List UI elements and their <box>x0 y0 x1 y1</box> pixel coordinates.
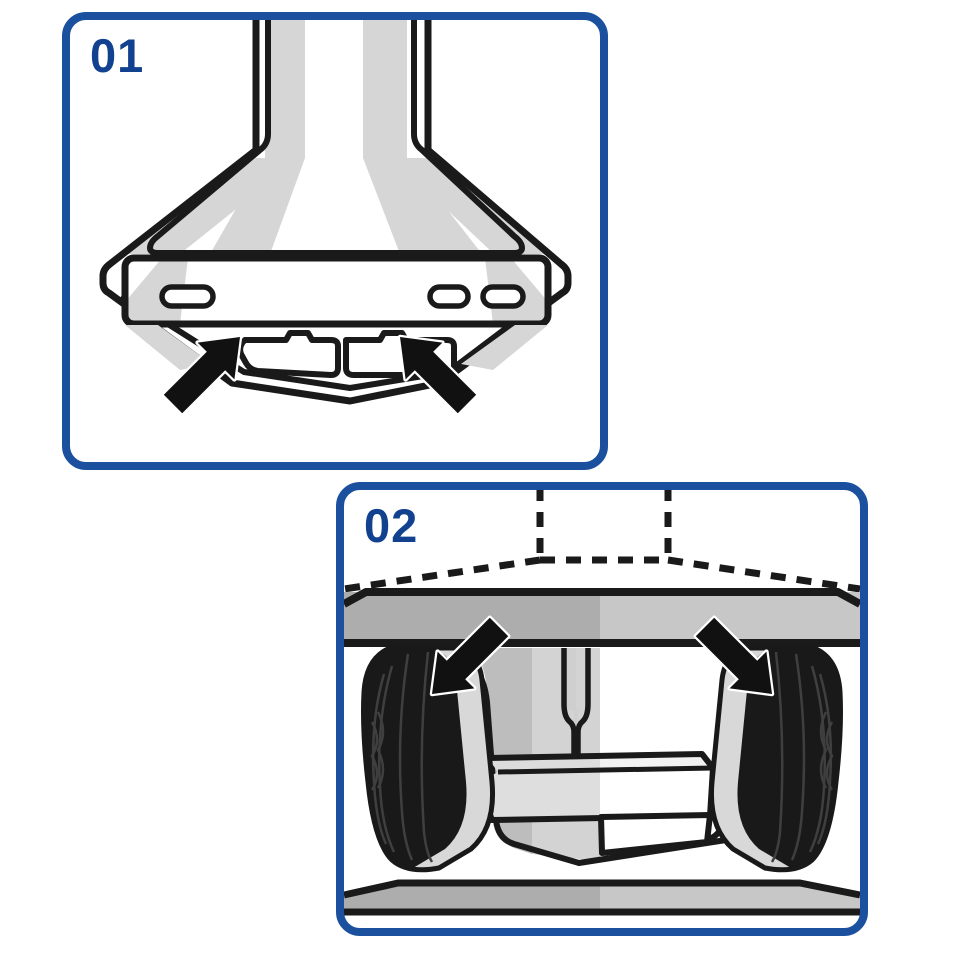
filter-mount-arrows <box>429 615 775 697</box>
tray-shade-left <box>125 325 212 370</box>
step-number-02: 02 <box>364 499 419 552</box>
panel-border <box>336 482 868 936</box>
tray-shade-right <box>461 325 548 370</box>
bottom-rim <box>343 879 861 916</box>
range-hood-drawing <box>99 18 572 416</box>
filter-pleats-right <box>770 651 834 863</box>
mounting-band <box>342 588 862 647</box>
carbon-filter-right <box>708 645 843 873</box>
panel-border <box>62 12 608 470</box>
control-slot-2 <box>480 284 526 309</box>
dashed-canopy-left <box>343 556 541 593</box>
filter-pleats-left <box>370 651 434 863</box>
hood-outline-dashed <box>343 488 861 593</box>
arrow-up-right-icon <box>161 334 243 416</box>
motor-stem <box>561 648 591 758</box>
canopy-inner-line <box>147 18 525 256</box>
control-panel-band <box>121 254 552 328</box>
arrow-down-left-icon <box>429 615 511 697</box>
control-slot-1 <box>427 284 471 309</box>
step-panel-02: 02 <box>336 482 868 936</box>
step-panel-01: 01 <box>62 12 608 470</box>
arrow-down-right-icon <box>693 615 775 697</box>
arrow-up-left-icon <box>397 334 479 416</box>
handle-slot <box>159 284 216 309</box>
carbon-filter-mounting-illustration <box>336 482 868 936</box>
dashed-canopy-right <box>667 556 861 593</box>
range-hood-front-illustration <box>62 12 608 470</box>
housing-lower-panel <box>598 812 713 856</box>
filter-release-arrows <box>161 334 479 416</box>
under-hood-drawing <box>342 488 862 916</box>
grease-filter-left <box>237 330 341 378</box>
step-number-01: 01 <box>90 29 145 82</box>
hood-outer-outline <box>99 18 572 405</box>
